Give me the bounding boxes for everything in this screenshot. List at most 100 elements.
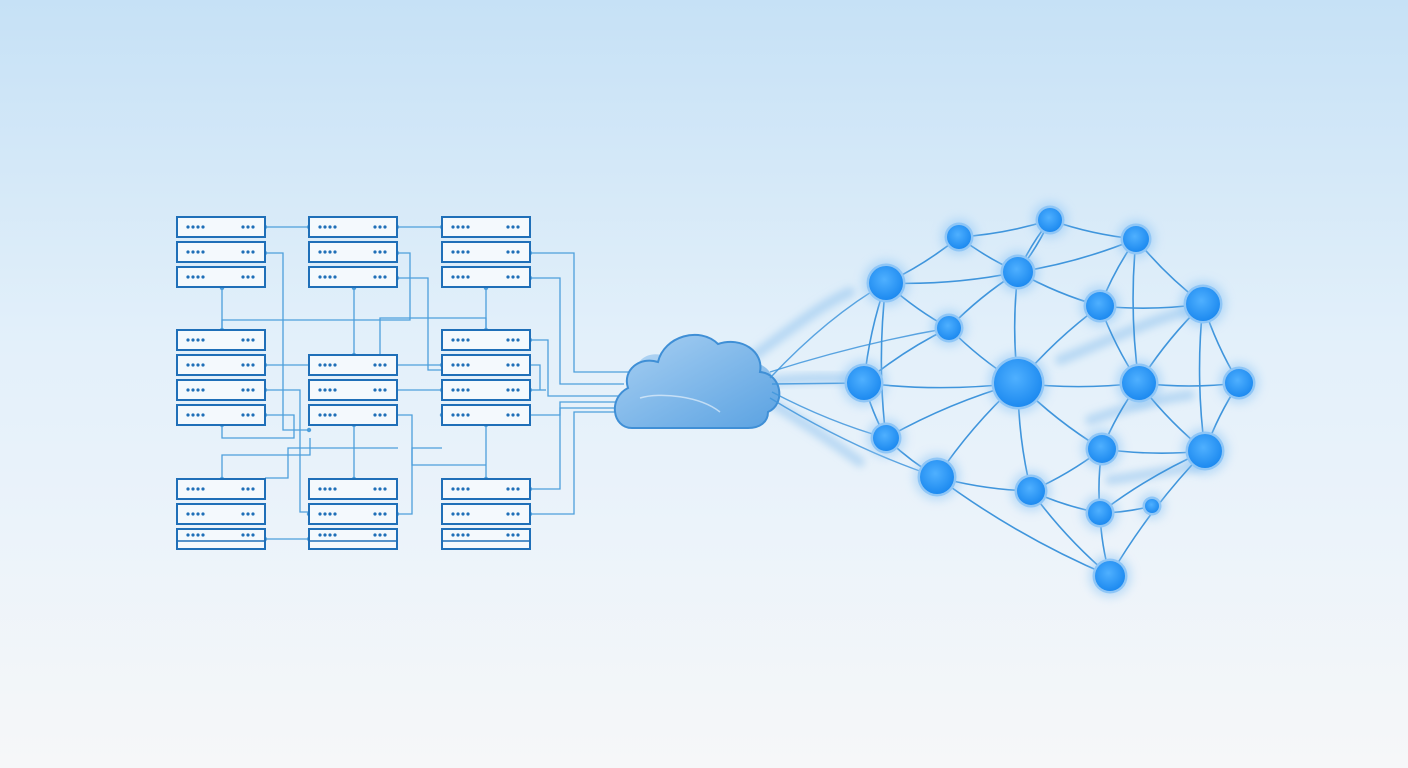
status-led (451, 250, 455, 254)
status-led (333, 533, 337, 537)
connection-wire (265, 447, 398, 479)
status-led (516, 250, 520, 254)
status-led (246, 250, 250, 254)
status-led (383, 487, 387, 491)
status-led (201, 487, 205, 491)
status-led (456, 338, 460, 342)
server-unit (441, 266, 531, 288)
status-led (456, 363, 460, 367)
neuron-node (1032, 202, 1068, 238)
status-led (373, 388, 377, 392)
status-led (383, 363, 387, 367)
connection-wire (265, 252, 309, 431)
status-led (456, 388, 460, 392)
status-led (511, 487, 515, 491)
status-led (378, 388, 382, 392)
status-led (378, 250, 382, 254)
status-led (383, 250, 387, 254)
neuron-node (1219, 363, 1259, 403)
status-led (373, 275, 377, 279)
status-led (201, 363, 205, 367)
status-led (456, 512, 460, 516)
neuron-node (1116, 360, 1162, 406)
status-led (461, 338, 465, 342)
server-rack-icon (176, 329, 266, 426)
status-led (383, 533, 387, 537)
status-led (318, 487, 322, 491)
connection-wire (530, 252, 630, 373)
status-led (251, 338, 255, 342)
status-led (466, 388, 470, 392)
status-led (186, 338, 190, 342)
status-led (201, 275, 205, 279)
status-led (333, 512, 337, 516)
data-stream (743, 287, 855, 365)
server-rack-icon (441, 478, 531, 550)
neuron-node (867, 419, 905, 457)
status-led (511, 275, 515, 279)
status-led (456, 250, 460, 254)
status-led (461, 512, 465, 516)
status-led (186, 512, 190, 516)
status-led (201, 388, 205, 392)
status-led (251, 512, 255, 516)
status-led (378, 363, 382, 367)
server-unit (308, 528, 398, 550)
status-led (328, 363, 332, 367)
status-led (506, 388, 510, 392)
neural-network-nodes (841, 202, 1259, 597)
connection-wire (397, 277, 442, 371)
status-led (373, 363, 377, 367)
status-led (456, 533, 460, 537)
status-led (241, 413, 245, 417)
status-led (511, 363, 515, 367)
status-led (251, 363, 255, 367)
connection-wire (530, 277, 624, 385)
status-led (328, 413, 332, 417)
server-unit (176, 528, 266, 550)
status-led (196, 363, 200, 367)
status-led (456, 413, 460, 417)
status-led (516, 413, 520, 417)
connection-wire (221, 414, 295, 439)
status-led (511, 413, 515, 417)
status-led (196, 413, 200, 417)
status-led (328, 512, 332, 516)
status-led (461, 413, 465, 417)
server-unit (441, 503, 531, 525)
status-led (506, 363, 510, 367)
status-led (191, 413, 195, 417)
status-led (191, 533, 195, 537)
status-led (246, 413, 250, 417)
status-led (383, 512, 387, 516)
status-led (333, 275, 337, 279)
status-led (378, 275, 382, 279)
status-led (506, 533, 510, 537)
status-led (466, 363, 470, 367)
status-led (373, 512, 377, 516)
status-led (378, 413, 382, 417)
server-unit (441, 354, 531, 376)
server-rack-icon (176, 216, 266, 288)
status-led (196, 512, 200, 516)
status-led (246, 388, 250, 392)
status-led (318, 388, 322, 392)
status-led (191, 388, 195, 392)
status-led (323, 533, 327, 537)
connection-wire (397, 414, 486, 466)
status-led (466, 512, 470, 516)
status-led (516, 512, 520, 516)
status-led (383, 275, 387, 279)
status-led (251, 413, 255, 417)
data-stream (765, 397, 865, 467)
status-led (196, 275, 200, 279)
server-rack-icon (441, 329, 531, 426)
server-unit (441, 329, 531, 351)
connection-wire (530, 407, 620, 490)
neuron-node (988, 353, 1048, 413)
status-led (246, 225, 250, 229)
status-led (318, 275, 322, 279)
status-led (201, 512, 205, 516)
neuron-node (841, 360, 887, 406)
status-led (333, 225, 337, 229)
